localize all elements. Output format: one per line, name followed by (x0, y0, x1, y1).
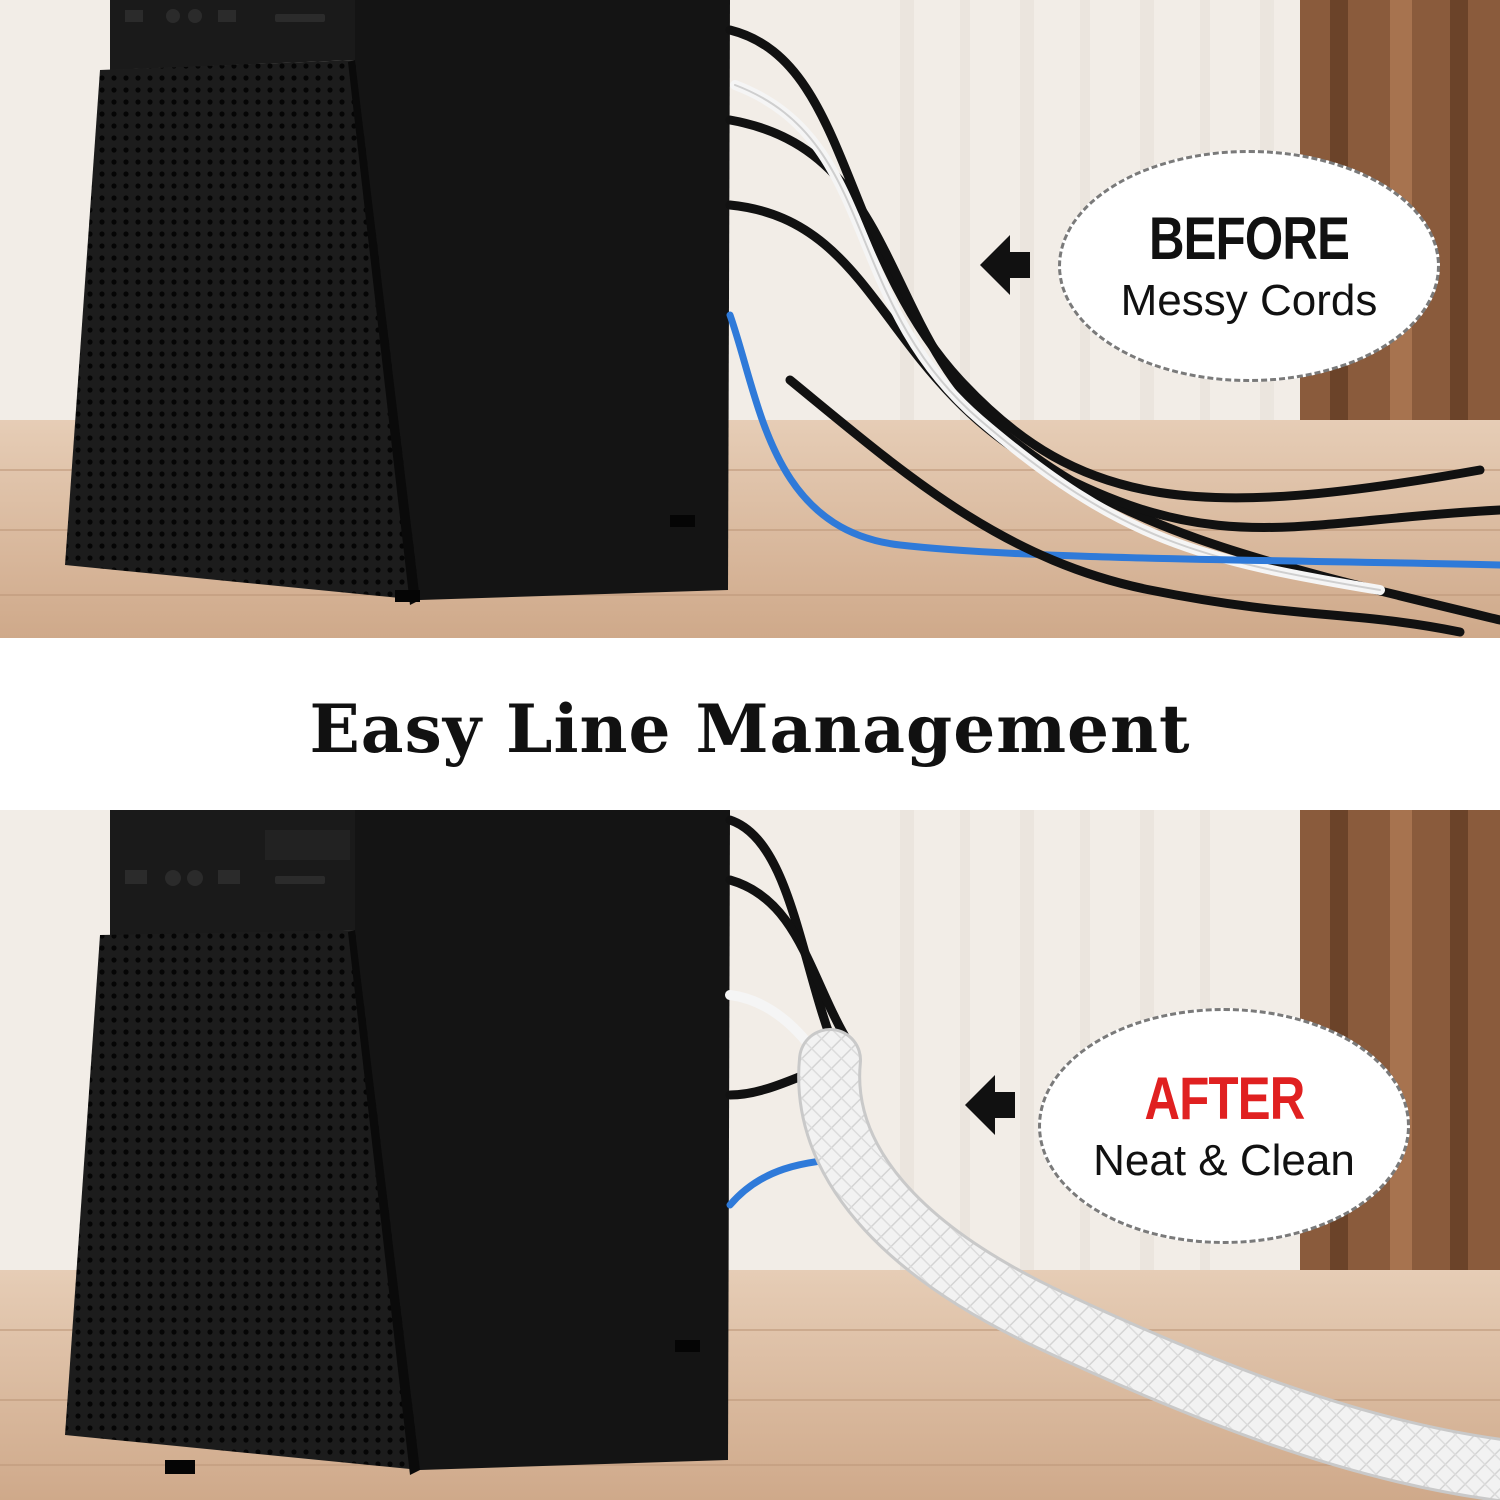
before-label-bubble: BEFORE Messy Cords (1058, 150, 1440, 382)
page-heading: Easy Line Management (309, 690, 1191, 768)
messy-cables (725, 25, 1500, 637)
heading-band: Easy Line Management (0, 638, 1500, 810)
before-label-title: BEFORE (1148, 205, 1350, 272)
after-panel: AFTER Neat & Clean (0, 810, 1500, 1500)
after-label-subtitle: Neat & Clean (1093, 1136, 1355, 1185)
arrow-left-icon (965, 1075, 1015, 1135)
after-label-bubble: AFTER Neat & Clean (1038, 1008, 1410, 1244)
before-label-subtitle: Messy Cords (1120, 276, 1378, 325)
before-panel: BEFORE Messy Cords (0, 0, 1500, 638)
pc-tower (65, 810, 730, 1475)
after-label-title: AFTER (1144, 1065, 1305, 1132)
arrow-left-icon (980, 235, 1030, 295)
pc-tower (65, 0, 730, 605)
